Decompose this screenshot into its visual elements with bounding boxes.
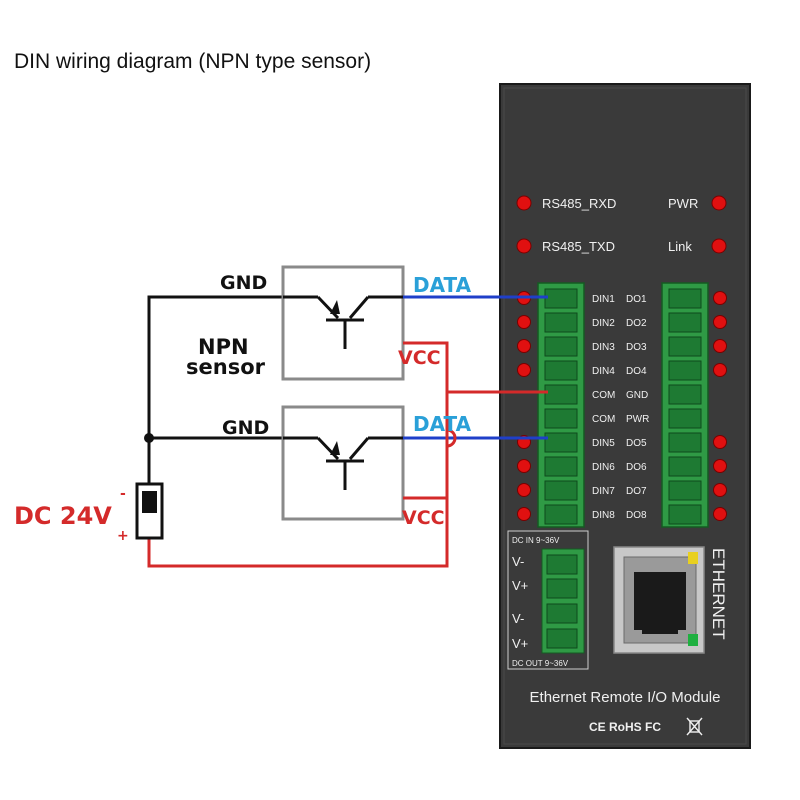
input-terminal-label: DIN2 (592, 318, 615, 329)
link-label: Link (668, 239, 692, 254)
output-led-icon (713, 291, 727, 305)
input-terminal-label: DIN4 (592, 366, 615, 377)
output-led-icon (713, 315, 727, 329)
input-led-icon (517, 339, 531, 353)
output-led-icon (713, 363, 727, 377)
dc-out-label: DC OUT 9~36V (512, 659, 569, 668)
terminal-screw (668, 360, 702, 381)
output-terminal-label: DO3 (626, 342, 647, 353)
terminal-screw (668, 384, 702, 405)
battery-minus: - (120, 486, 126, 502)
dc-in-v-minus: V- (512, 554, 524, 569)
output-led-icon (713, 435, 727, 449)
input-led-icon (517, 363, 531, 377)
output-led-icon (713, 507, 727, 521)
terminal-screw (544, 312, 578, 333)
terminal-screw (668, 288, 702, 309)
dc-out-v-plus: V+ (512, 636, 528, 651)
pwr-label: PWR (668, 196, 698, 211)
output-led-icon (713, 339, 727, 353)
terminal-screw (668, 456, 702, 477)
terminal-screw (544, 336, 578, 357)
txd-label: RS485_TXD (542, 239, 615, 254)
input-terminal-label: DIN6 (592, 462, 615, 473)
output-terminal-label: DO2 (626, 318, 647, 329)
terminal-screw (668, 480, 702, 501)
output-terminal-label: DO1 (626, 294, 647, 305)
input-terminal-label: COM (592, 414, 615, 425)
weee-bin-icon (686, 717, 703, 736)
terminal-screw (544, 288, 578, 309)
rxd-label: RS485_RXD (542, 196, 616, 211)
terminal-screw (544, 456, 578, 477)
wire-crossover-icon (446, 428, 457, 448)
output-terminal-label: DO7 (626, 486, 647, 497)
npn-transistor-icon (283, 436, 403, 490)
output-terminal-label: DO5 (626, 438, 647, 449)
rxd-led-icon (516, 195, 532, 211)
input-led-icon (517, 507, 531, 521)
npn-sensor-box-1 (281, 265, 405, 381)
txd-led-icon (516, 238, 532, 254)
sensor-label-line1: NPN (198, 335, 249, 359)
input-terminal-label: DIN8 (592, 510, 615, 521)
terminal-screw (668, 432, 702, 453)
gnd-label-1: GND (220, 272, 267, 294)
input-terminal-label: COM (592, 390, 615, 401)
gnd-label-2: GND (222, 417, 269, 439)
diagram-title: DIN wiring diagram (NPN type sensor) (14, 50, 372, 73)
input-terminal-label: DIN3 (592, 342, 615, 353)
power-terminal-frame (507, 530, 589, 670)
dc-in-v-plus: V+ (512, 578, 528, 593)
sensor-circuit: - + DC 24V GND GND DATA DATA VCC VCC NPN… (14, 265, 548, 568)
data-label-2: DATA (413, 412, 472, 436)
data-label-1: DATA (413, 273, 472, 297)
output-terminal-label: GND (626, 390, 648, 401)
vcc-wire (147, 341, 449, 568)
certification-marks: CE RoHS FC (589, 720, 661, 734)
output-terminal-label: DO6 (626, 462, 647, 473)
power-supply-label: DC 24V (14, 502, 112, 530)
npn-transistor-icon (283, 295, 403, 349)
gnd-wire-1 (147, 295, 283, 493)
link-led-icon (711, 238, 727, 254)
output-led-icon (713, 459, 727, 473)
input-led-icon (517, 483, 531, 497)
input-terminal-label: DIN1 (592, 294, 615, 305)
io-module: RS485_RXD RS485_TXD PWR Link DIN1 DO1DIN2… (499, 83, 751, 749)
input-led-icon (517, 459, 531, 473)
ethernet-link-led-icon (688, 634, 698, 646)
ground-junction-icon (144, 433, 154, 443)
module-name: Ethernet Remote I/O Module (530, 689, 721, 706)
output-terminal-label: DO8 (626, 510, 647, 521)
battery-icon (135, 482, 164, 540)
terminal-screw (668, 336, 702, 357)
npn-sensor-box-2 (281, 405, 405, 521)
output-led-icon (713, 483, 727, 497)
terminal-screw (544, 504, 578, 525)
vcc-label-1: VCC (398, 347, 441, 369)
terminal-screw (544, 432, 578, 453)
terminal-screw (544, 408, 578, 429)
terminal-screw (544, 384, 578, 405)
pwr-led-icon (711, 195, 727, 211)
terminal-screw (544, 480, 578, 501)
ethernet-label: ETHERNET (709, 548, 728, 640)
terminal-screw (544, 360, 578, 381)
input-terminal-label: DIN7 (592, 486, 615, 497)
ethernet-activity-led-icon (688, 552, 698, 564)
input-terminal-label: DIN5 (592, 438, 615, 449)
terminal-screw (668, 504, 702, 525)
output-terminal-label: DO4 (626, 366, 647, 377)
terminal-screw (668, 312, 702, 333)
battery-plus: + (117, 528, 129, 544)
dc-out-v-minus: V- (512, 611, 524, 626)
sensor-label-line2: sensor (186, 355, 266, 379)
dc-in-label: DC IN 9~36V (512, 536, 560, 545)
output-terminal-label: PWR (626, 414, 649, 425)
vcc-label-2: VCC (402, 507, 445, 529)
terminal-screw (668, 408, 702, 429)
input-led-icon (517, 315, 531, 329)
